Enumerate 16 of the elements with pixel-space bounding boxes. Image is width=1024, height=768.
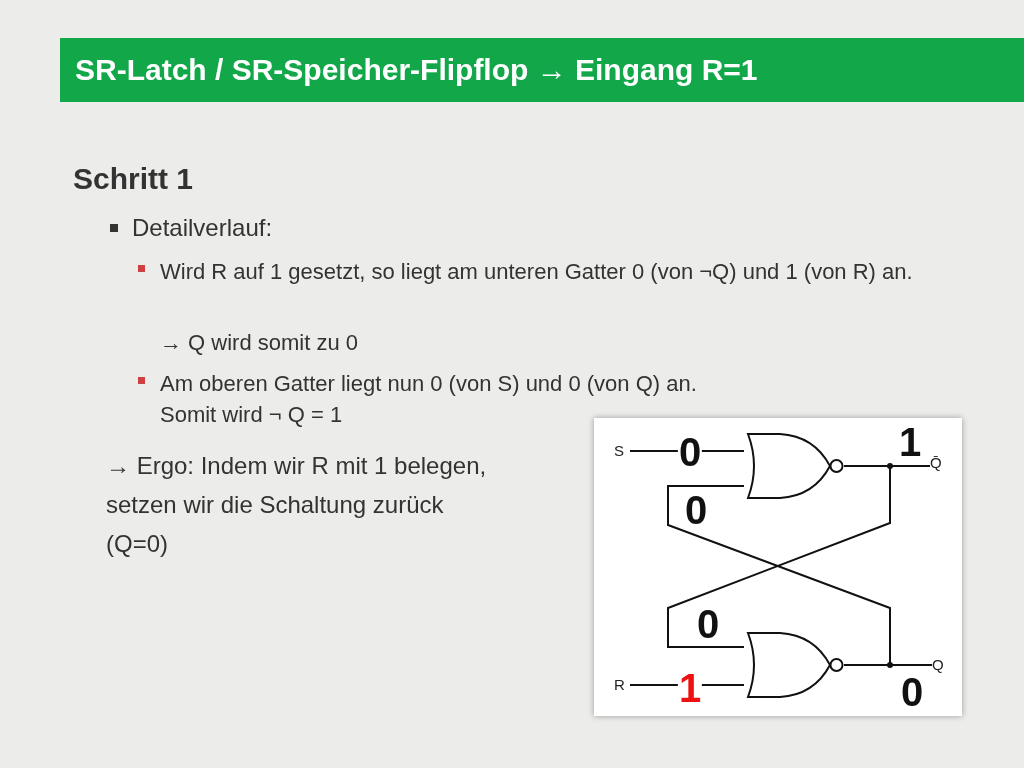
section-heading: Schritt 1: [73, 162, 194, 196]
wire: [667, 465, 891, 648]
nor-gate: [744, 432, 844, 500]
body-text: Somit wird ¬ Q = 1: [160, 401, 344, 429]
body-text: → Q wird somit zu 0: [160, 329, 360, 357]
signal-name: S: [614, 442, 624, 460]
body-text: Wird R auf 1 gesetzt, so liegt am unteren Gatter 0 (von ¬Q) und 1 (von R) an.: [160, 258, 914, 286]
wire: [843, 664, 933, 666]
signal-name: Q: [932, 656, 944, 674]
body-text: → Ergo: Indem wir R mit 1 belegen, setzen wir die Schaltung zurück (Q=0): [106, 451, 488, 559]
body-text: Detailverlauf:: [132, 214, 274, 242]
signal-name: Q̄: [930, 454, 942, 472]
slide-title: SR-Latch / SR-Speicher-Flipflop → Eingang R=1: [75, 53, 758, 87]
signal-name: R: [614, 676, 625, 694]
body-text: Am oberen Gatter liegt nun 0 (von S) und 0 (von Q) an.: [160, 370, 698, 398]
nor-gate: [744, 631, 844, 699]
